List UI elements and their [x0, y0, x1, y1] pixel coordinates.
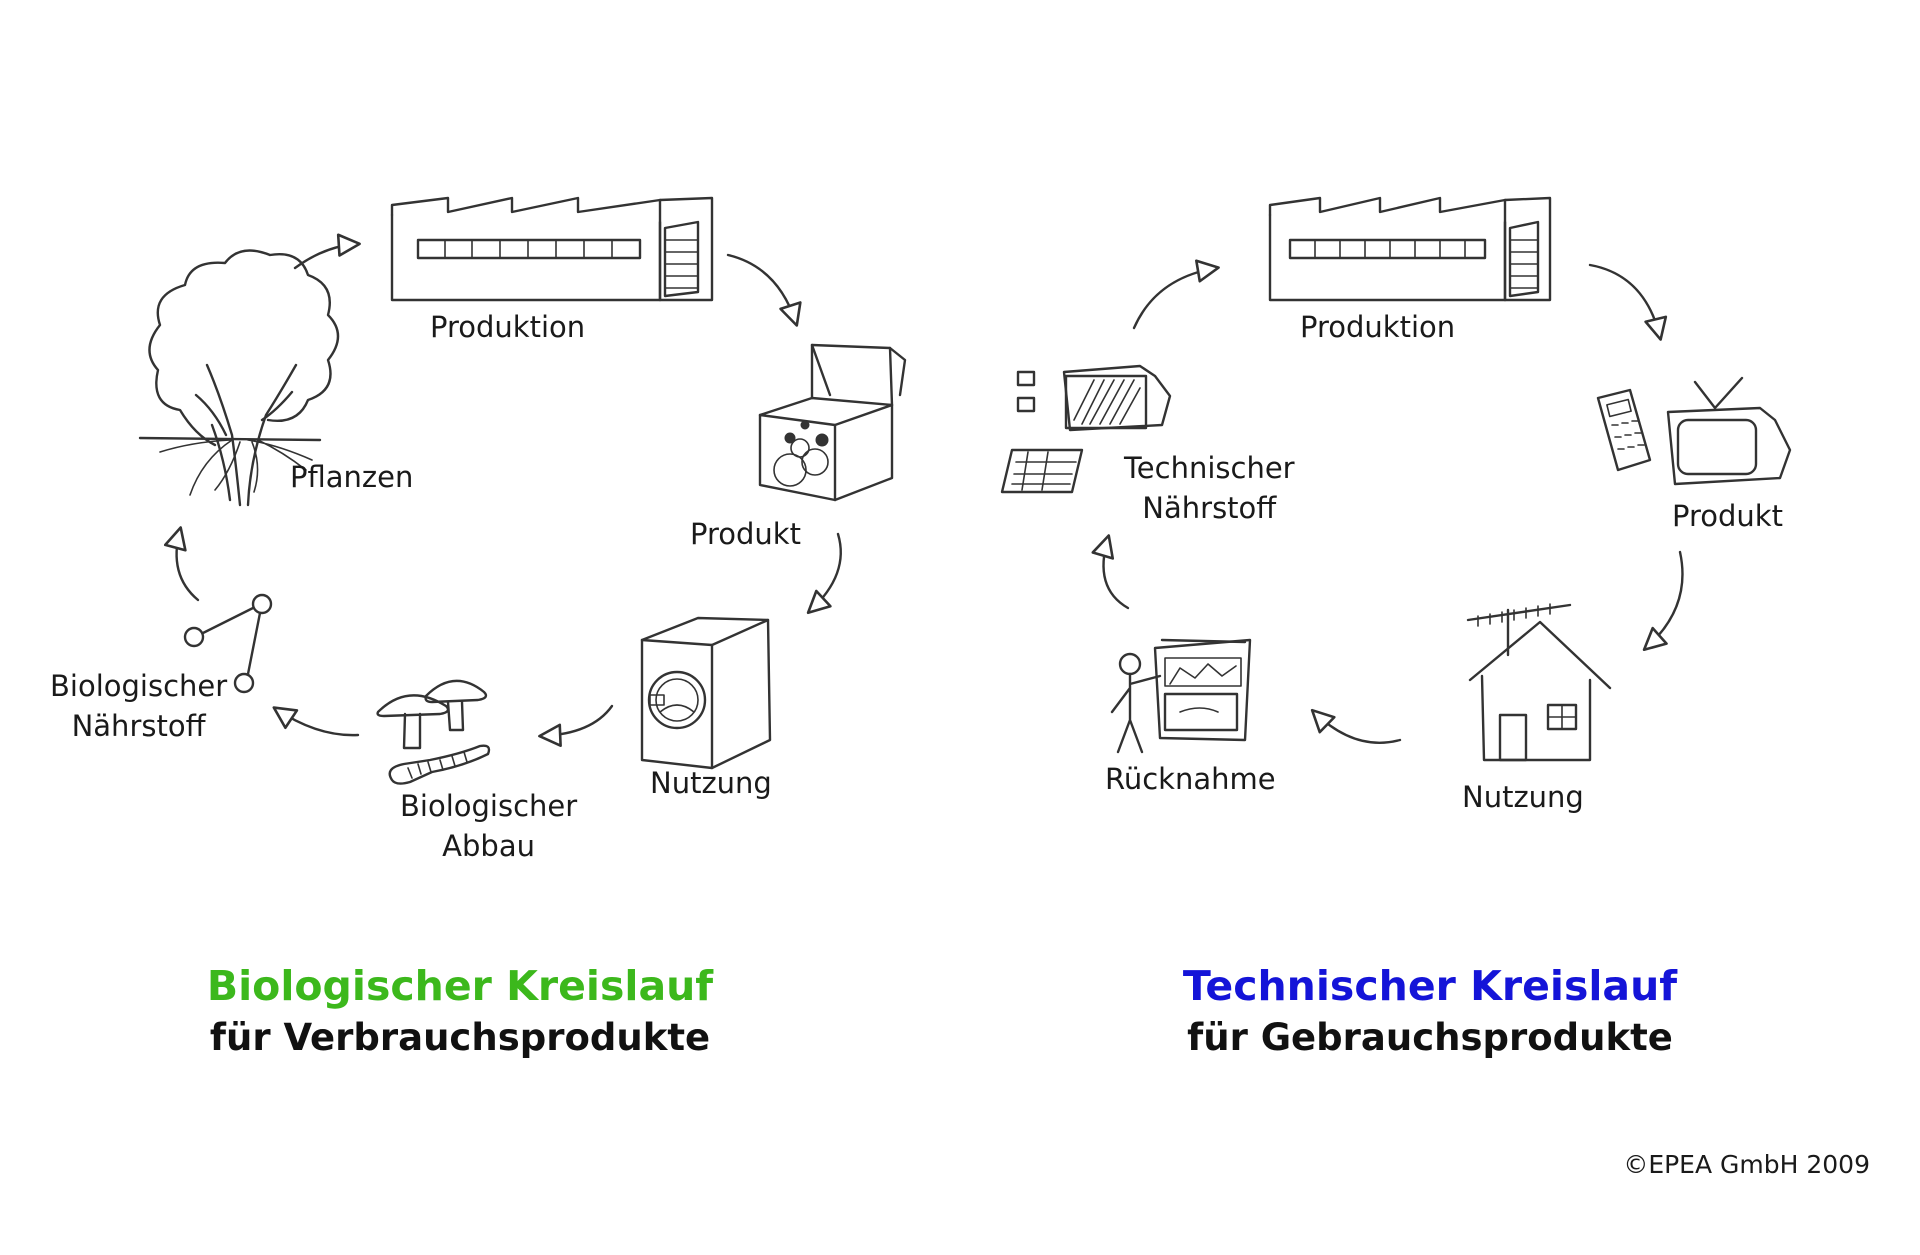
- tech-label-produkt: Produkt: [1672, 499, 1783, 533]
- bio-label-naehrstoff: Biologischer Nährstoff: [50, 666, 227, 746]
- tech-arrow-produkt-nutzung: [1642, 550, 1684, 652]
- bio-naehrstoff-line2: Nährstoff: [71, 709, 206, 743]
- bio-factory-icon: [390, 196, 714, 302]
- tech-house-icon: [1466, 603, 1612, 762]
- bio-arrow-nutzung-abbau: [538, 704, 614, 747]
- bio-title: Biologischer Kreislauf: [206, 962, 714, 1010]
- tech-naehrstoff-line1: Technischer: [1124, 451, 1295, 485]
- tech-title-block: Technischer Kreislauf für Gebrauchsprodu…: [1165, 960, 1695, 1064]
- tech-naehrstoff-line2: Nährstoff: [1142, 491, 1277, 525]
- tech-label-nutzung: Nutzung: [1462, 780, 1584, 814]
- tech-subtitle: für Gebrauchsprodukte: [1187, 1016, 1673, 1059]
- bio-label-pflanzen: Pflanzen: [290, 460, 414, 494]
- bio-arrow-naehrstoff-pflanzen: [163, 526, 200, 602]
- bio-mushroom-worm-icon: [376, 679, 491, 785]
- copyright-notice: ©EPEA GmbH 2009: [1623, 1150, 1870, 1179]
- bio-tree-icon: [138, 249, 340, 507]
- bio-open-box-icon: [758, 343, 907, 502]
- tech-factory-icon: [1268, 196, 1552, 302]
- tech-arrow-ruecknahme-naehrstoff: [1091, 534, 1130, 610]
- bio-abbau-line1: Biologischer: [400, 789, 578, 823]
- bio-label-nutzung: Nutzung: [650, 766, 772, 800]
- bio-subtitle: für Verbrauchsprodukte: [209, 1016, 711, 1059]
- bio-arrow-produktion-produkt: [726, 253, 802, 327]
- bio-label-produkt: Produkt: [690, 517, 801, 551]
- bio-arrow-pflanzen-produktion: [293, 233, 361, 270]
- bio-naehrstoff-line1: Biologischer: [50, 669, 228, 703]
- bio-abbau-line2: Abbau: [442, 829, 535, 863]
- tech-arrow-nutzung-ruecknahme: [1310, 708, 1402, 744]
- bio-arrow-produkt-nutzung: [806, 532, 842, 615]
- bio-label-abbau: Biologischer Abbau: [400, 786, 577, 866]
- tech-label-ruecknahme: Rücknahme: [1105, 762, 1276, 796]
- bio-label-produktion: Produktion: [430, 310, 586, 344]
- bio-arrow-abbau-naehrstoff: [272, 706, 360, 737]
- tech-label-produktion: Produktion: [1300, 310, 1456, 344]
- tech-components-icon: [1000, 364, 1172, 494]
- tech-arrow-naehrstoff-produktion: [1132, 259, 1220, 330]
- bio-molecule-icon: [183, 593, 273, 694]
- tech-arrow-produktion-produkt: [1588, 263, 1668, 341]
- tech-tv-phone-icon: [1596, 376, 1792, 486]
- bio-title-block: Biologischer Kreislauf für Verbrauchspro…: [195, 960, 725, 1064]
- bio-washing-machine-icon: [640, 616, 772, 770]
- tech-return-box-icon: [1110, 638, 1252, 754]
- tech-label-naehrstoff: Technischer Nährstoff: [1124, 448, 1295, 528]
- tech-title: Technischer Kreislauf: [1182, 962, 1678, 1010]
